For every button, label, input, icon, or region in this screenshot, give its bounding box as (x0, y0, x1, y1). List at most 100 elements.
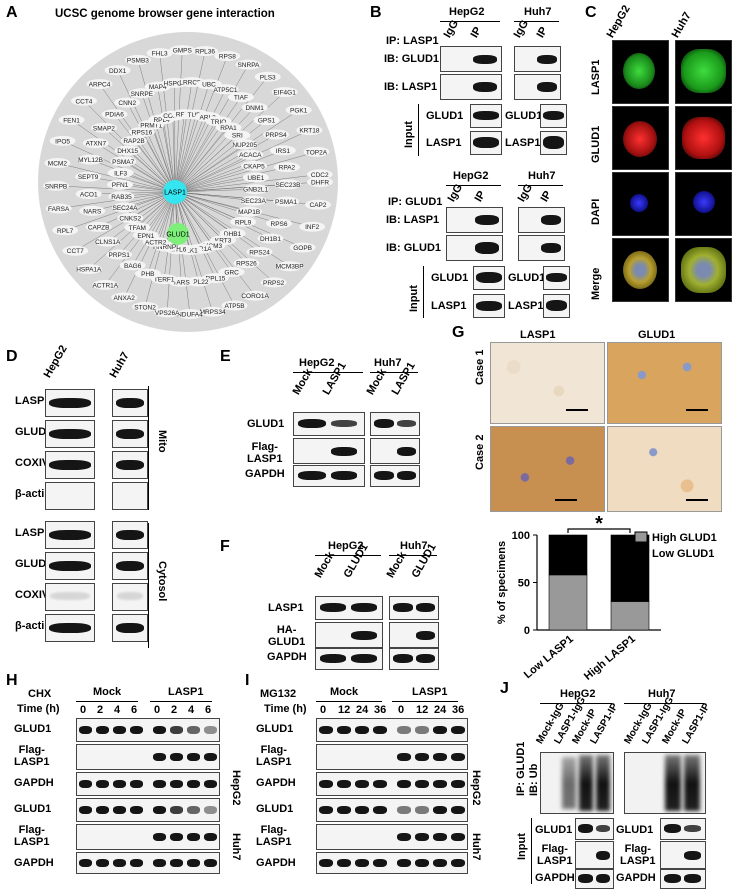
f-cell-hepg2: HepG2 (328, 540, 364, 552)
i-time-4: 0 (398, 704, 405, 716)
panel-label-e: E (220, 348, 231, 365)
b-in-lasp1-huh7: LASP1 (505, 137, 541, 149)
network-gene-label: MCM2 (48, 161, 68, 168)
d-blot (112, 614, 148, 642)
network-gene-label: MYL6 (169, 247, 186, 254)
network-gene-label: ARL2 (200, 114, 217, 121)
network-gene-label: PGK1 (290, 108, 308, 115)
g-case-1: Case 1 (474, 349, 486, 385)
panel-label-g: G (452, 324, 465, 341)
network-gene-label: PSMA7 (112, 159, 134, 166)
b-input-bottom: Input (408, 285, 420, 312)
b-lane-ip-2: IP (534, 24, 551, 40)
d-blot (112, 521, 148, 549)
d-row-label: β-actin (15, 620, 52, 632)
network-gene-label: TARS (173, 279, 191, 286)
i-cell-hepg2: HepG2 (470, 770, 482, 806)
c-row-dapi: DAPI (590, 198, 602, 225)
c-col-huh7: Huh7 (669, 10, 694, 40)
network-gene-label: PRPS4 (265, 132, 287, 139)
ihc-case2-glud1 (607, 426, 722, 512)
network-gene-label: MYL12B (78, 157, 103, 164)
network-gene-label: SMAP2 (93, 125, 115, 132)
d-blot (45, 614, 95, 642)
d-col-hepg2: HepG2 (41, 343, 70, 380)
network-gene-label: DNM1 (245, 105, 264, 112)
d-row-label: LASP1 (15, 395, 51, 407)
j-in-flag-lasp1-2: Flag- LASP1 (620, 843, 656, 867)
b-cell-huh7-bottom: Huh7 (528, 170, 556, 182)
network-gene-label: SEC23A (241, 198, 267, 205)
i-row-label: GAPDH (256, 857, 296, 869)
network-gene-label: ACACA (239, 152, 262, 159)
network-gene-label: FHL3 (152, 51, 168, 58)
j-cell-huh7: Huh7 (648, 688, 676, 700)
lasp1-node-label: LASP1 (164, 190, 186, 197)
network-gene-label: SEC24A (112, 205, 138, 212)
network-gene-label: RAB35 (111, 194, 132, 201)
i-time-3: 36 (374, 704, 387, 716)
network-gene-label: KRT18 (299, 128, 319, 135)
i-cell-huh7: Huh7 (470, 833, 482, 861)
network-gene-label: SNRPE (131, 91, 154, 98)
h-blot (76, 798, 220, 822)
b-ib-glud1-2: IB: GLUD1 (386, 242, 441, 254)
i-row-label: GLUD1 (256, 803, 294, 815)
j-in-flag-lasp1: Flag- LASP1 (537, 843, 573, 867)
h-time-7: 6 (205, 704, 212, 716)
f-cell-huh7: Huh7 (400, 540, 428, 552)
network-gene-label: PLS3 (260, 74, 276, 81)
g-col-lasp1: LASP1 (520, 329, 556, 341)
h-time-5: 2 (171, 704, 178, 716)
h-blot (76, 852, 220, 874)
network-gene-label: CNN2 (118, 100, 136, 107)
f-row-lasp1: LASP1 (268, 602, 304, 614)
j-lane-label: LASP1-IP (680, 701, 713, 746)
network-gene-label: LRRC59 (179, 80, 204, 87)
network-gene-label: TRIO (211, 119, 227, 126)
network-gene-label: ANXA2 (114, 295, 136, 302)
d-row-label: LASP1 (15, 527, 51, 539)
i-group-lasp1: LASP1 (412, 686, 448, 698)
network-gene-label: COMT (163, 113, 182, 120)
network-gene-label: CKAP5 (243, 163, 265, 170)
network-gene-label: CNKS2 (119, 215, 141, 222)
b-lane-ip-3: IP (472, 188, 489, 204)
ihc-case1-lasp1 (490, 342, 605, 424)
d-fraction-cytosol: Cytosol (156, 561, 168, 602)
network-gene-label: ATP5B (224, 303, 244, 310)
panel-label-b: B (370, 4, 382, 21)
g-bar-segment (610, 601, 650, 631)
g-category-label: Low LASP1 (522, 633, 576, 681)
network-gene-label: UBC (202, 82, 216, 89)
g-legend-swatch (634, 547, 648, 559)
g-significance-star: * (595, 513, 603, 535)
d-col-huh7: Huh7 (107, 350, 132, 380)
network-gene-label: INF2 (305, 224, 319, 231)
i-time-7: 36 (452, 704, 465, 716)
network-gene-label: DDX1 (109, 68, 127, 75)
e-row-gapdh: GAPDH (245, 468, 285, 480)
b-input-top: Input (403, 121, 415, 148)
d-blot (112, 420, 148, 448)
network-gene-label: RAP2B (123, 138, 144, 145)
network-gene-label: RPL36 (195, 49, 215, 56)
b-ib-glud1: IB: GLUD1 (384, 53, 439, 65)
d-blot (45, 482, 95, 510)
network-gene-label: PSMA1 (275, 199, 297, 206)
d-fraction-mito: Mito (156, 430, 168, 453)
h-row-label: Flag- LASP1 (14, 744, 50, 768)
glud1-node-label: GLUD1 (166, 232, 189, 239)
j-in-glud1-2: GLUD1 (616, 824, 654, 836)
network-gene-label: CCT4 (75, 98, 92, 105)
d-row-label: GLUD1 (15, 558, 53, 570)
d-blot (112, 451, 148, 479)
network-gene-label: HSPG2 (164, 80, 186, 87)
network-gene-label: SRI (232, 133, 243, 140)
network-gene-label: HSPA1A (76, 267, 102, 274)
panel-label-c: C (585, 4, 597, 21)
e-cell-huh7: Huh7 (374, 357, 402, 369)
d-row-label: COXIV (15, 589, 50, 601)
g-legend-swatch (634, 531, 648, 543)
